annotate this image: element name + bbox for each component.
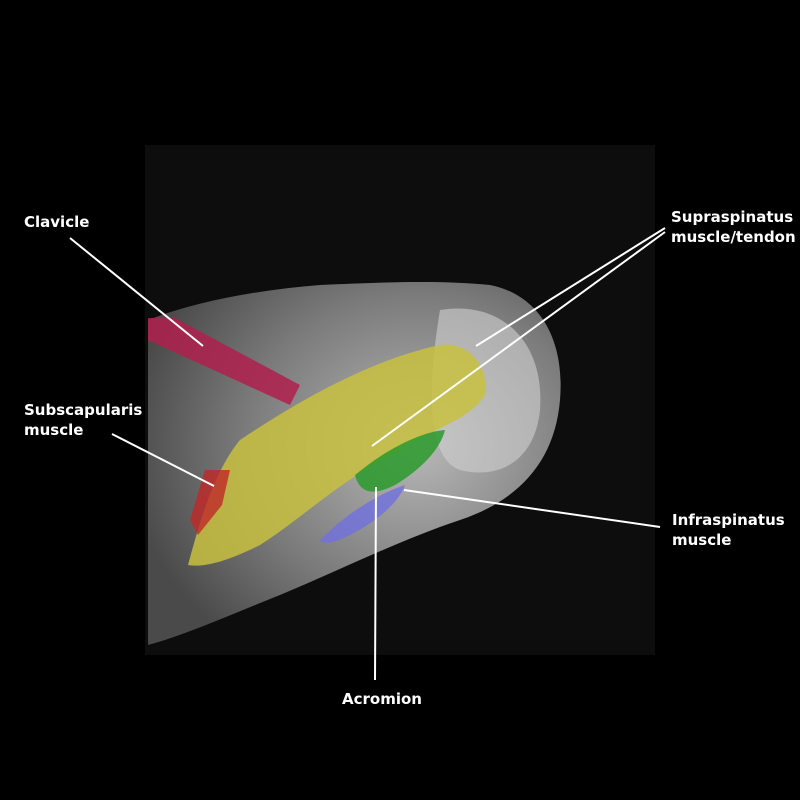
supraspinatus-label-line2: muscle/tendon xyxy=(671,228,796,246)
supraspinatus-overlay xyxy=(188,344,486,566)
subscapularis-leader-line xyxy=(111,433,215,487)
supraspinatus-leader-line-2 xyxy=(371,231,666,447)
clavicle-overlay xyxy=(148,318,300,405)
acromion-overlay xyxy=(320,485,405,543)
infraspinatus-label: Infraspinatus muscle xyxy=(672,510,785,550)
infraspinatus-label-line1: Infraspinatus xyxy=(672,511,785,529)
subscapularis-overlay xyxy=(190,470,230,535)
clavicle-label-text: Clavicle xyxy=(24,213,90,231)
subscapularis-label-line2: muscle xyxy=(24,421,84,439)
supraspinatus-label: Supraspinatus muscle/tendon xyxy=(671,207,796,247)
infraspinatus-leader-line xyxy=(403,489,661,528)
infraspinatus-overlay xyxy=(355,430,445,492)
acromion-leader-line xyxy=(374,486,377,681)
acromion-label: Acromion xyxy=(342,689,422,709)
leader-lines xyxy=(69,227,666,681)
subscapularis-label: Subscapularis muscle xyxy=(24,400,142,440)
supraspinatus-leader-line-1 xyxy=(475,227,666,347)
clavicle-label: Clavicle xyxy=(24,212,89,232)
infraspinatus-label-line2: muscle xyxy=(672,531,732,549)
subscapularis-label-line1: Subscapularis xyxy=(24,401,143,419)
supraspinatus-label-line1: Supraspinatus xyxy=(671,208,794,226)
acromion-label-text: Acromion xyxy=(342,690,422,708)
clavicle-leader-line xyxy=(69,237,204,347)
